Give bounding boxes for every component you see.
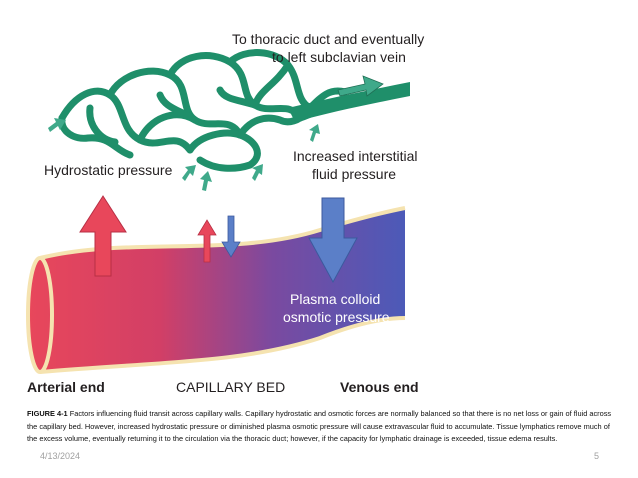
small-up-arrow: [197, 219, 217, 263]
figure-label: FIGURE 4-1: [27, 409, 68, 418]
capillary-vessel: [28, 208, 405, 372]
arterial-opening: [26, 256, 54, 374]
top-label-line2: to left subclavian vein: [272, 49, 406, 65]
hydrostatic-label: Hydrostatic pressure: [44, 162, 173, 178]
osmotic-arrow: [308, 197, 358, 284]
top-label-line1: To thoracic duct and eventually: [232, 31, 425, 47]
lymph-outflow-arrow: [337, 75, 384, 97]
arterial-end-label: Arterial end: [27, 379, 105, 395]
lymphatic-duct: [288, 82, 410, 122]
capillary-bed-label: CAPILLARY BED: [176, 379, 286, 395]
caption-text: Factors influencing fluid transit across…: [27, 409, 612, 443]
hydrostatic-arrow: [79, 195, 127, 277]
plasma-label-line1: Plasma colloid: [290, 291, 381, 307]
interstitial-label-line1: Increased interstitial: [293, 148, 418, 164]
plasma-label-line2: osmotic pressure: [283, 309, 390, 325]
page-number: 5: [594, 451, 600, 461]
venous-end-label: Venous end: [340, 379, 419, 395]
small-down-arrow: [221, 215, 241, 258]
figure-caption: FIGURE 4-1 Factors influencing fluid tra…: [27, 408, 617, 446]
interstitial-label-line2: fluid pressure: [312, 166, 397, 182]
footer-date: 4/13/2024: [40, 451, 81, 461]
small-inflow-arrows: [48, 118, 320, 191]
